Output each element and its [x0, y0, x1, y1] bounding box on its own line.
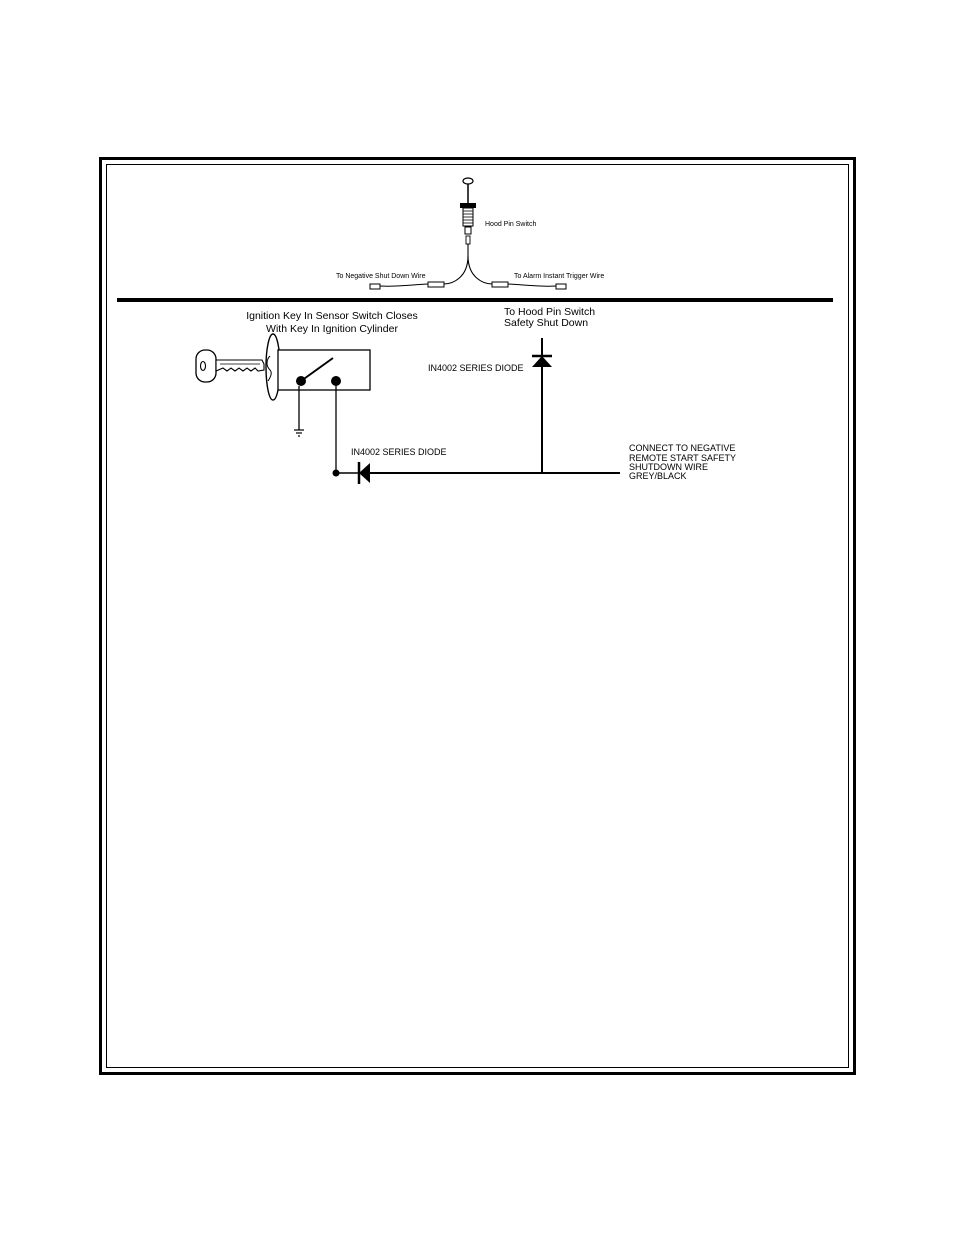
bottom-diode-label: IN4002 SERIES DIODE: [351, 447, 447, 457]
connect-line1: CONNECT TO NEGATIVE: [629, 443, 735, 453]
hood-pin-switch-label: Hood Pin Switch: [485, 221, 536, 228]
alarm-trigger-wire-label: To Alarm Instant Trigger Wire: [514, 273, 604, 280]
ignition-key-icon: [196, 334, 280, 400]
connect-line4: GREY/BLACK: [629, 471, 687, 481]
ground-icon: [294, 386, 304, 436]
key-sensor-title-line1: Ignition Key In Sensor Switch Closes: [246, 310, 418, 322]
key-sensor-title-line2: With Key In Ignition Cylinder: [266, 323, 398, 335]
top-diode-label: IN4002 SERIES DIODE: [428, 363, 524, 373]
key-sensor-switch: [278, 350, 370, 390]
top-diode-icon: [532, 356, 552, 367]
hood-shutdown-line2: Safety Shut Down: [504, 317, 588, 329]
bottom-diode-icon: [359, 462, 370, 484]
negative-shutdown-wire-label: To Negative Shut Down Wire: [336, 273, 426, 280]
